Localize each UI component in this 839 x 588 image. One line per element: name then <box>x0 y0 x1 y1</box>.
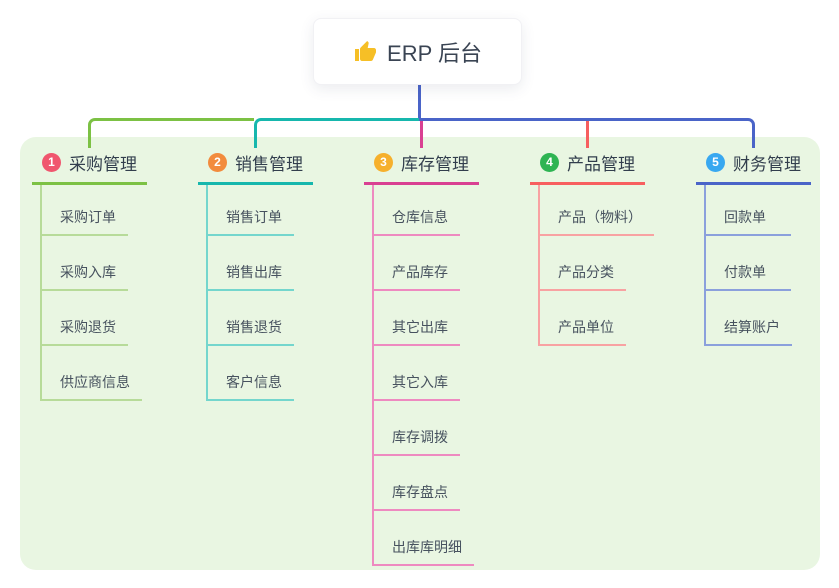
mindmap-child-node[interactable]: 采购订单 <box>42 185 128 236</box>
root-connector <box>418 83 421 120</box>
mindmap-child-node[interactable]: 产品分类 <box>540 236 626 291</box>
branch-title-node[interactable]: 3 库存管理 <box>364 148 479 185</box>
child-label: 其它入库 <box>392 374 448 390</box>
badge-number: 5 <box>712 155 719 169</box>
branch: 4 产品管理 产品（物料） 产品分类 产品单位 <box>530 148 654 346</box>
badge-number: 2 <box>214 155 221 169</box>
child-label: 采购退货 <box>60 319 116 335</box>
connector-branch-4 <box>586 121 589 148</box>
child-label: 付款单 <box>724 264 766 280</box>
branch: 5 财务管理 回款单 付款单 结算账户 <box>696 148 811 346</box>
mindmap-child-node[interactable]: 回款单 <box>706 185 791 236</box>
branch-children: 销售订单 销售出库 销售退货 客户信息 <box>206 185 294 401</box>
badge-number: 4 <box>546 155 553 169</box>
branch: 3 库存管理 仓库信息 产品库存 其它出库 其它入库 库存调拨 库存盘点 出库库… <box>364 148 479 566</box>
mindmap-child-node[interactable]: 采购入库 <box>42 236 128 291</box>
child-label: 产品（物料） <box>558 209 642 225</box>
child-label: 供应商信息 <box>60 374 130 390</box>
mindmap-child-node[interactable]: 其它出库 <box>374 291 460 346</box>
child-label: 产品分类 <box>558 264 614 280</box>
thumbs-up-icon <box>353 40 377 64</box>
branch: 1 采购管理 采购订单 采购入库 采购退货 供应商信息 <box>32 148 147 401</box>
branch-children: 产品（物料） 产品分类 产品单位 <box>538 185 654 346</box>
mindmap-child-node[interactable]: 销售退货 <box>208 291 294 346</box>
branch-children: 仓库信息 产品库存 其它出库 其它入库 库存调拨 库存盘点 出库库明细 <box>372 185 474 566</box>
canvas-panel <box>20 137 820 570</box>
branch-children: 回款单 付款单 结算账户 <box>704 185 792 346</box>
mindmap-child-node[interactable]: 仓库信息 <box>374 185 460 236</box>
mindmap-child-node[interactable]: 供应商信息 <box>42 346 142 401</box>
mindmap-child-node[interactable]: 付款单 <box>706 236 791 291</box>
mindmap-child-node[interactable]: 采购退货 <box>42 291 128 346</box>
branch-children: 采购订单 采购入库 采购退货 供应商信息 <box>40 185 142 401</box>
mindmap-child-node[interactable]: 出库库明细 <box>374 511 474 566</box>
root-label: ERP 后台 <box>387 40 482 66</box>
child-label: 销售订单 <box>226 209 282 225</box>
branch: 2 销售管理 销售订单 销售出库 销售退货 客户信息 <box>198 148 313 401</box>
branch-title-node[interactable]: 1 采购管理 <box>32 148 147 185</box>
mindmap-child-node[interactable]: 库存调拨 <box>374 401 460 456</box>
child-label: 采购入库 <box>60 264 116 280</box>
mindmap-child-node[interactable]: 库存盘点 <box>374 456 460 511</box>
child-label: 库存调拨 <box>392 429 448 445</box>
child-label: 采购订单 <box>60 209 116 225</box>
child-label: 仓库信息 <box>392 209 448 225</box>
child-label: 产品单位 <box>558 319 614 335</box>
branch-title-label: 产品管理 <box>567 155 635 174</box>
connector-branch-3 <box>420 121 423 148</box>
child-label: 产品库存 <box>392 264 448 280</box>
branch-title-label: 销售管理 <box>235 155 303 174</box>
branch-title-label: 库存管理 <box>401 155 469 174</box>
connector-branch-1 <box>88 118 254 148</box>
child-label: 回款单 <box>724 209 766 225</box>
branch-number-badge: 4 <box>540 153 559 172</box>
branch-number-badge: 1 <box>42 153 61 172</box>
mindmap-child-node[interactable]: 客户信息 <box>208 346 294 401</box>
branch-title-node[interactable]: 5 财务管理 <box>696 148 811 185</box>
badge-number: 1 <box>48 155 55 169</box>
mindmap-child-node[interactable]: 销售订单 <box>208 185 294 236</box>
branch-title-label: 采购管理 <box>69 155 137 174</box>
branch-number-badge: 2 <box>208 153 227 172</box>
child-label: 出库库明细 <box>392 539 462 555</box>
branch-title-label: 财务管理 <box>733 155 801 174</box>
mindmap-child-node[interactable]: 其它入库 <box>374 346 460 401</box>
connector-branch-2 <box>254 118 421 148</box>
child-label: 销售退货 <box>226 319 282 335</box>
child-label: 库存盘点 <box>392 484 448 500</box>
child-label: 销售出库 <box>226 264 282 280</box>
mindmap-child-node[interactable]: 销售出库 <box>208 236 294 291</box>
root-node[interactable]: ERP 后台 <box>313 18 522 85</box>
branch-number-badge: 5 <box>706 153 725 172</box>
branch-number-badge: 3 <box>374 153 393 172</box>
child-label: 客户信息 <box>226 374 282 390</box>
mindmap-child-node[interactable]: 产品（物料） <box>540 185 654 236</box>
branch-title-node[interactable]: 4 产品管理 <box>530 148 645 185</box>
badge-number: 3 <box>380 155 387 169</box>
mindmap-child-node[interactable]: 产品库存 <box>374 236 460 291</box>
mindmap-child-node[interactable]: 结算账户 <box>706 291 792 346</box>
child-label: 结算账户 <box>724 319 780 335</box>
connector-branch-5 <box>419 118 755 148</box>
child-label: 其它出库 <box>392 319 448 335</box>
branch-title-node[interactable]: 2 销售管理 <box>198 148 313 185</box>
mindmap-child-node[interactable]: 产品单位 <box>540 291 626 346</box>
